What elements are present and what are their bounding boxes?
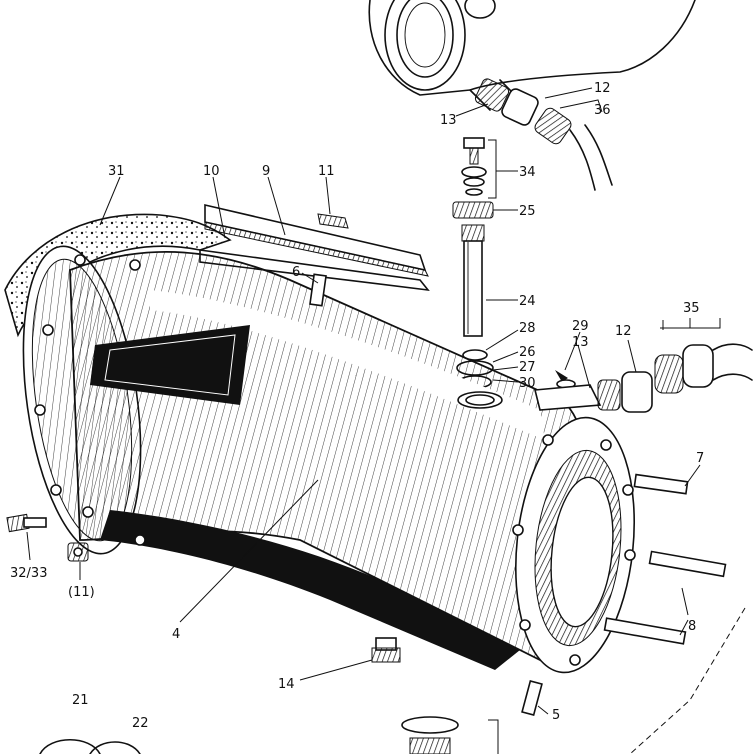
studs-7-8 xyxy=(603,473,727,645)
label-13-top: 13 xyxy=(440,113,457,128)
nut-11-small xyxy=(67,542,89,562)
plate-10 xyxy=(204,203,429,277)
label-29: 29 xyxy=(572,319,589,334)
label-34: 34 xyxy=(519,165,536,180)
bolt-stack-34 xyxy=(461,137,487,196)
part-labels: 12 13 36 34 25 31 10 9 11 6 24 28 29 13 … xyxy=(10,81,704,731)
label-21: 21 xyxy=(72,693,89,708)
fitting-right-29-13-12 xyxy=(533,343,753,413)
leader-lines xyxy=(26,87,701,715)
pin-5 xyxy=(521,680,543,716)
plug-14 xyxy=(371,637,401,663)
label-35: 35 xyxy=(683,301,700,316)
label-10: 10 xyxy=(203,164,220,179)
bottom-parts xyxy=(39,716,459,754)
label-26: 26 xyxy=(519,345,536,360)
label-11-paren: (11) xyxy=(68,585,95,600)
label-30: 30 xyxy=(519,376,536,391)
label-32-33: 32/33 xyxy=(10,566,47,581)
bolt-32-33 xyxy=(6,513,47,533)
label-28: 28 xyxy=(519,321,536,336)
label-25: 25 xyxy=(519,204,536,219)
label-13-right: 13 xyxy=(572,335,589,350)
label-5: 5 xyxy=(552,708,560,723)
label-36: 36 xyxy=(594,103,611,118)
nut-25 xyxy=(452,201,494,219)
label-12-right: 12 xyxy=(615,324,632,339)
label-6: 6 xyxy=(292,265,300,280)
label-7: 7 xyxy=(696,451,704,466)
label-14: 14 xyxy=(278,677,295,692)
pipe-24 xyxy=(461,224,485,337)
block-11 xyxy=(317,213,349,229)
label-22: 22 xyxy=(132,716,149,731)
fitting-top-13-12 xyxy=(474,78,613,191)
label-4: 4 xyxy=(172,627,180,642)
label-27: 27 xyxy=(519,360,536,375)
label-24: 24 xyxy=(519,294,536,309)
brackets xyxy=(488,99,746,754)
manifold-top xyxy=(368,0,696,111)
label-31: 31 xyxy=(108,164,125,179)
label-8: 8 xyxy=(688,619,696,634)
label-9: 9 xyxy=(262,164,270,179)
cylinder-body-4 xyxy=(22,245,636,674)
label-12-top: 12 xyxy=(594,81,611,96)
label-11: 11 xyxy=(318,164,335,179)
